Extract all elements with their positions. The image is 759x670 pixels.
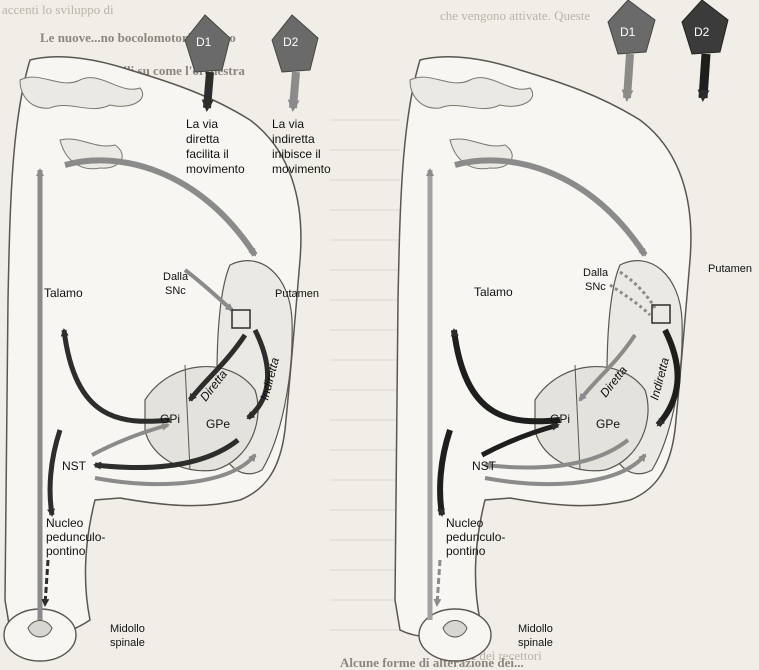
svg-text:La via: La via xyxy=(186,117,218,131)
right-nucleo-1: Nucleo xyxy=(446,516,484,530)
left-nucleo-1: Nucleo xyxy=(46,516,84,530)
left-midollo-1: Midollo xyxy=(110,623,145,635)
left-panel: D1 D2 La via diretta facilita il movimen… xyxy=(4,15,331,661)
right-nst-label: NST xyxy=(472,459,497,473)
left-nucleo-3: pontino xyxy=(46,544,86,558)
left-talamo-label: Talamo xyxy=(44,286,83,300)
right-putamen-label: Putamen xyxy=(708,263,752,275)
left-snc-label-2: SNc xyxy=(165,285,186,297)
right-talamo-label: Talamo xyxy=(474,285,513,299)
right-d1-arrow xyxy=(627,54,630,98)
right-neuron-d1: D1 xyxy=(608,0,655,54)
left-nst-label: NST xyxy=(62,459,87,473)
left-gpe-label: GPe xyxy=(206,417,230,431)
svg-text:diretta: diretta xyxy=(186,132,220,146)
svg-text:movimento: movimento xyxy=(272,162,331,176)
page-fragment: accenti lo sviluppo di xyxy=(2,2,114,17)
svg-text:inibisce il: inibisce il xyxy=(272,147,321,161)
right-gpe-label: GPe xyxy=(596,417,620,431)
right-nucleo-3: pontino xyxy=(446,544,486,558)
left-putamen-label: Putamen xyxy=(275,288,319,300)
left-d1-label: D1 xyxy=(196,35,212,49)
left-indirect-caption: La via indiretta inibisce il movimento xyxy=(272,117,331,176)
left-midollo-2: spinale xyxy=(110,637,145,649)
left-d2-arrow xyxy=(293,72,296,108)
right-d2-arrow xyxy=(703,54,706,98)
left-neuron-d2: D2 xyxy=(272,15,318,72)
left-d2-label: D2 xyxy=(283,35,299,49)
svg-text:movimento: movimento xyxy=(186,162,245,176)
right-nucleo-2: pedunculo- xyxy=(446,530,505,544)
right-panel: D1 D2 Dalla SNc Putamen Talamo Diretta xyxy=(395,0,752,661)
right-midollo-2: spinale xyxy=(518,637,553,649)
page-heading-right: che vengono attivate. Queste xyxy=(440,8,590,23)
right-snc-label-1: Dalla xyxy=(583,267,609,279)
svg-text:facilita il: facilita il xyxy=(186,147,229,161)
left-nucleo-2: pedunculo- xyxy=(46,530,105,544)
right-d1-label: D1 xyxy=(620,25,636,39)
right-snc-label-2: SNc xyxy=(585,281,606,293)
left-snc-label-1: Dalla xyxy=(163,271,189,283)
left-d1-arrow xyxy=(207,72,210,108)
left-gpi-label: GPi xyxy=(160,412,180,426)
right-gpi-label: GPi xyxy=(550,412,570,426)
svg-text:indiretta: indiretta xyxy=(272,132,315,146)
right-midollo-1: Midollo xyxy=(518,623,553,635)
right-d2-label: D2 xyxy=(694,25,710,39)
right-neuron-d2: D2 xyxy=(682,0,728,54)
svg-text:La via: La via xyxy=(272,117,304,131)
